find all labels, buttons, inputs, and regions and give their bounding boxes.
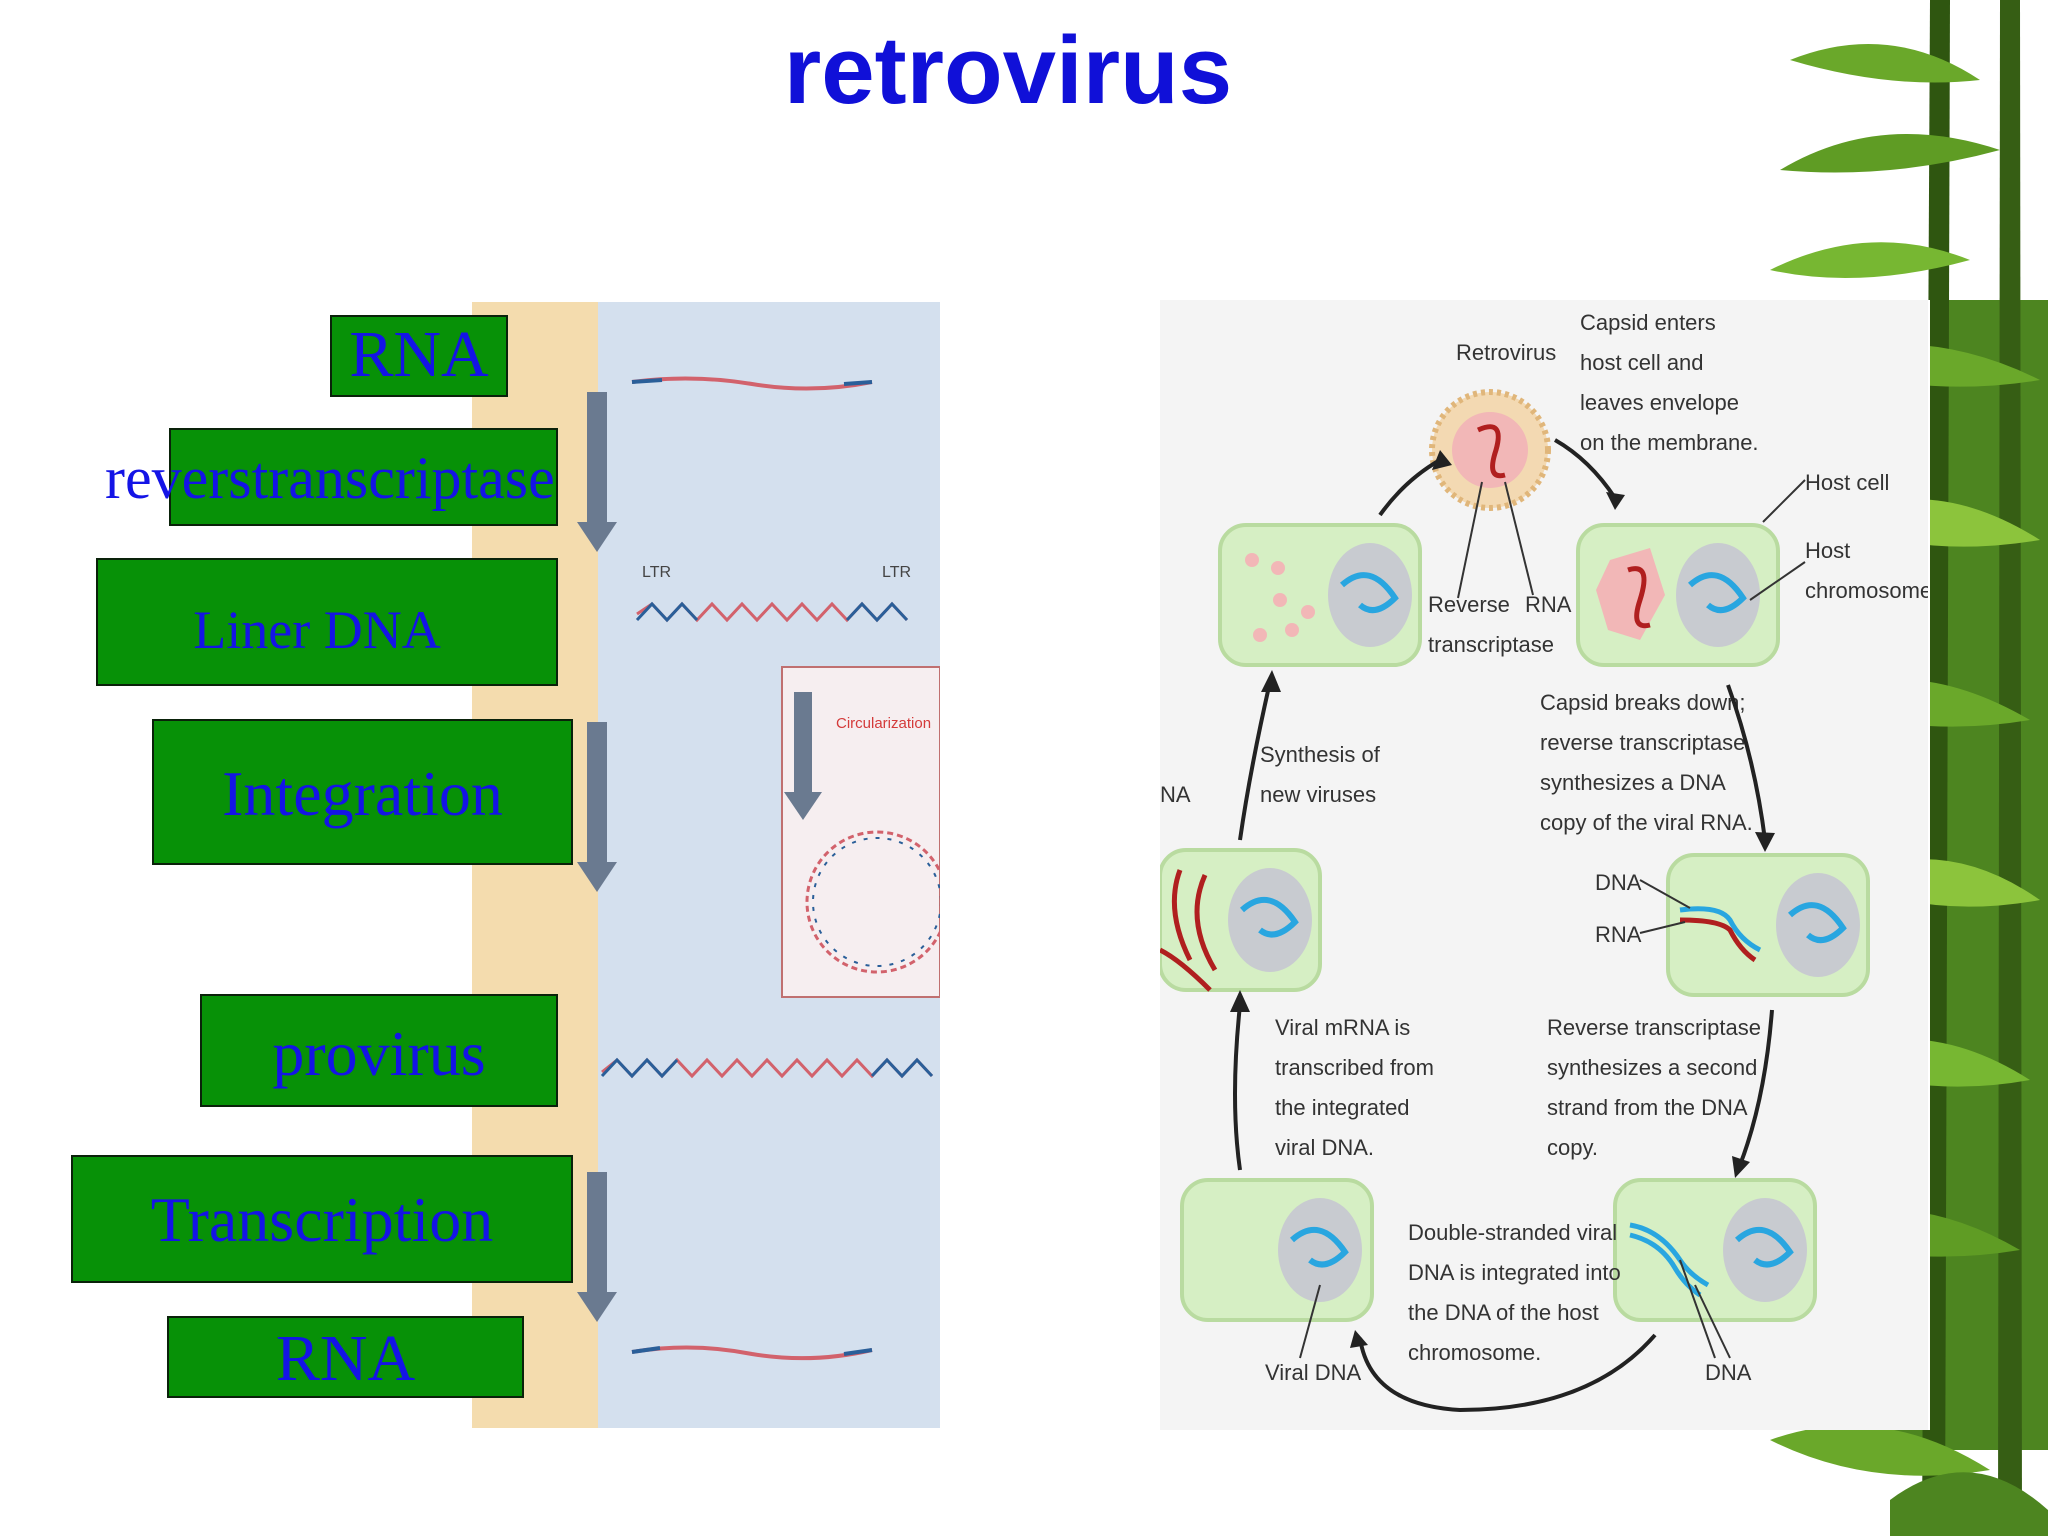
dna-label-middle: DNA [1595,870,1642,895]
viral-dna-label: Viral DNA [1265,1360,1362,1385]
cell-double-stranded [1613,1178,1817,1322]
capsid-breaks-line-4: copy of the viral RNA. [1540,810,1753,835]
rna-label-middle: RNA [1595,922,1642,947]
rna-top-box [330,315,508,397]
transcription-box [71,1155,573,1283]
double-stranded-line-4: chromosome. [1408,1340,1541,1365]
rna-bottom-box [167,1316,524,1398]
circularization-label: Circularization [836,715,931,732]
textbook-figure: LTR LTR Circularization [472,302,940,1428]
arrow-2 [577,722,617,892]
linear-dna-label: Liner DNA [193,600,441,660]
cell-dna-copy [1666,853,1870,997]
rna-strand-bottom [631,1345,873,1361]
slide-title: retrovirus [783,17,1233,124]
dna-label-bottom: DNA [1705,1360,1752,1385]
retrovirus-label: Retrovirus [1456,340,1556,365]
viral-mrna-line-3: the integrated [1275,1095,1410,1120]
host-cell-label: Host cell [1805,470,1889,495]
cycle-arrowheads [1230,450,1775,1348]
na-fragment-label: NA [1160,782,1191,807]
integration-box [152,719,573,865]
arrow-1 [577,392,617,552]
cell-integrated [1180,1178,1374,1322]
double-stranded-line-1: Double-stranded viral [1408,1220,1617,1245]
rna-bottom-label: RNA [275,1322,416,1395]
ltr-left-label: LTR [642,564,671,581]
cell-synthesis [1218,523,1422,667]
reverse-transcriptase-line-2: transcriptase [1428,632,1554,657]
viral-mrna-line-4: viral DNA. [1275,1135,1374,1160]
cell-viral-mrna [1160,848,1322,992]
host-chromosome-line-1: Host [1805,538,1850,563]
cycle-arrows [1233,438,1774,1413]
second-strand-line-2: synthesizes a second [1547,1055,1757,1080]
viral-mrna-line-1: Viral mRNA is [1275,1015,1410,1040]
retrovirus-particle [1429,389,1551,511]
cell-capsid-entry [1576,523,1780,667]
double-stranded-text: Double-stranded viral DNA is integrated … [1408,1220,1621,1365]
viral-mrna-line-2: transcribed from [1275,1055,1434,1080]
double-stranded-line-3: the DNA of the host [1408,1300,1599,1325]
provirus-box [200,994,558,1107]
second-strand-line-1: Reverse transcriptase [1547,1015,1761,1040]
capsid-breaks-line-3: synthesizes a DNA [1540,770,1726,795]
arrow-3 [784,692,822,820]
capsid-enters-line-4: on the membrane. [1580,430,1759,455]
retrovirus-cycle-diagram: Retrovirus Capsid enters host cell and l… [1160,300,1928,1430]
capsid-enters-line-1: Capsid enters [1580,310,1716,335]
provirus-label: provirus [272,1018,486,1089]
capsid-breaks-text: Capsid breaks down; reverse transcriptas… [1540,690,1753,835]
rna-pointer-label: RNA [1525,592,1572,617]
reverse-transcriptase-box [169,428,558,526]
pointer-lines [1299,479,1806,1359]
arrow-4 [577,1172,617,1322]
second-strand-line-4: copy. [1547,1135,1598,1160]
second-strand-line-3: strand from the DNA [1547,1095,1748,1120]
rna-strand-top [631,376,873,391]
capsid-breaks-line-2: reverse transcriptase [1540,730,1745,755]
synthesis-line-2: new viruses [1260,782,1376,807]
capsid-breaks-line-1: Capsid breaks down; [1540,690,1745,715]
rna-top-label: RNA [349,318,489,391]
integration-label: Integration [222,758,503,829]
reverse-transcriptase-line-1: Reverse [1428,592,1510,617]
capsid-enters-text: Capsid enters host cell and leaves envel… [1580,310,1759,455]
second-strand-text: Reverse transcriptase synthesizes a seco… [1547,1015,1761,1160]
synthesis-line-1: Synthesis of [1260,742,1381,767]
capsid-enters-line-3: leaves envelope [1580,390,1739,415]
capsid-enters-line-2: host cell and [1580,350,1704,375]
double-stranded-line-2: DNA is integrated into [1408,1260,1621,1285]
transcription-label: Transcription [150,1184,494,1255]
reverse-transcriptase-label: reverstranscriptase [105,445,555,511]
host-chromosome-line-2: chromosome [1805,578,1928,603]
viral-mrna-text: Viral mRNA is transcribed from the integ… [1275,1015,1434,1160]
linear-dna-box [96,558,558,686]
ltr-right-label: LTR [882,564,911,581]
